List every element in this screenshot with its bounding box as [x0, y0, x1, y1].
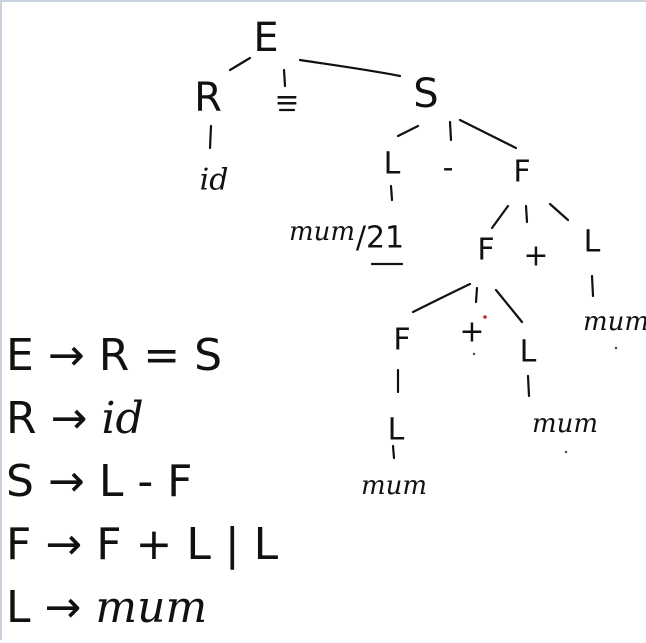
edge-f1-f2: [490, 204, 510, 230]
node-eq: =: [274, 83, 299, 118]
edge-r-id: [208, 124, 213, 150]
stray-dot: [564, 450, 568, 454]
stray-dot: [472, 352, 476, 356]
edge-f1-plus1: [524, 204, 529, 224]
node-id: id: [200, 163, 229, 198]
rule-rhs: F + L | L: [96, 519, 279, 570]
rule-rhs: R = S: [98, 330, 223, 381]
node-num1b: /21: [356, 221, 404, 256]
node-f3: F: [393, 323, 410, 358]
rule-lhs: R: [6, 393, 37, 444]
edge-f2-l3: [494, 288, 524, 324]
edge-e-r: [228, 56, 252, 72]
rule-arrow: →: [47, 456, 85, 507]
edge-f1-l2: [548, 202, 570, 222]
edge-l2-num2: [590, 274, 595, 298]
rule-arrow: →: [45, 519, 83, 570]
edge-e-eq: [282, 68, 287, 88]
node-num1: mum: [289, 217, 355, 247]
node-l3: L: [520, 335, 537, 370]
grammar-rule: L → mum: [6, 580, 306, 643]
node-plus1: +: [523, 239, 548, 274]
node-num2: mum: [583, 307, 646, 337]
rule-rhs: L - F: [98, 456, 193, 507]
edge-f2-f3: [411, 282, 472, 314]
grammar-rules: E → R = S R → id S → L - F F → F + L | L…: [6, 328, 306, 643]
rule-rhs: mum: [95, 582, 208, 633]
rule-arrow: →: [50, 393, 88, 444]
edge-s-l1: [396, 124, 420, 138]
edge-f2-plus2: [474, 286, 479, 304]
edge-l3-num3: [526, 374, 531, 398]
edge-e-s: [298, 58, 402, 78]
rule-arrow: →: [47, 330, 85, 381]
rule-lhs: S: [6, 456, 34, 507]
grammar-rule: E → R = S: [6, 328, 306, 391]
edge-s-f1: [458, 118, 518, 150]
rule-lhs: E: [6, 330, 34, 381]
node-num3: mum: [532, 409, 598, 439]
node-minus: -: [443, 151, 454, 186]
stray-red-dot: [483, 315, 487, 319]
edge-l1-num1: [389, 184, 394, 202]
node-r: R: [194, 75, 222, 121]
node-plus2: +: [459, 315, 484, 350]
rule-rhs: id: [101, 393, 144, 444]
tree-nodes: E R = S id L - F mum /21 F + L mum F + L…: [194, 15, 646, 501]
node-l4: L: [388, 413, 405, 448]
node-l1: L: [384, 147, 401, 182]
edge-l4-num4: [391, 444, 396, 460]
node-num4: mum: [361, 471, 427, 501]
tree-edges: [208, 56, 595, 460]
stray-dot: [614, 346, 618, 350]
node-s: S: [413, 71, 438, 117]
grammar-rule: S → L - F: [6, 454, 306, 517]
edge-s-minus: [448, 120, 453, 142]
grammar-rule: F → F + L | L: [6, 517, 306, 580]
grammar-rule: R → id: [6, 391, 306, 454]
rule-arrow: →: [44, 582, 82, 633]
node-f2: F: [477, 233, 494, 268]
rule-lhs: F: [6, 519, 32, 570]
rule-lhs: L: [6, 582, 31, 633]
node-e: E: [253, 15, 278, 61]
node-f1: F: [513, 155, 530, 190]
node-l2: L: [584, 225, 601, 260]
